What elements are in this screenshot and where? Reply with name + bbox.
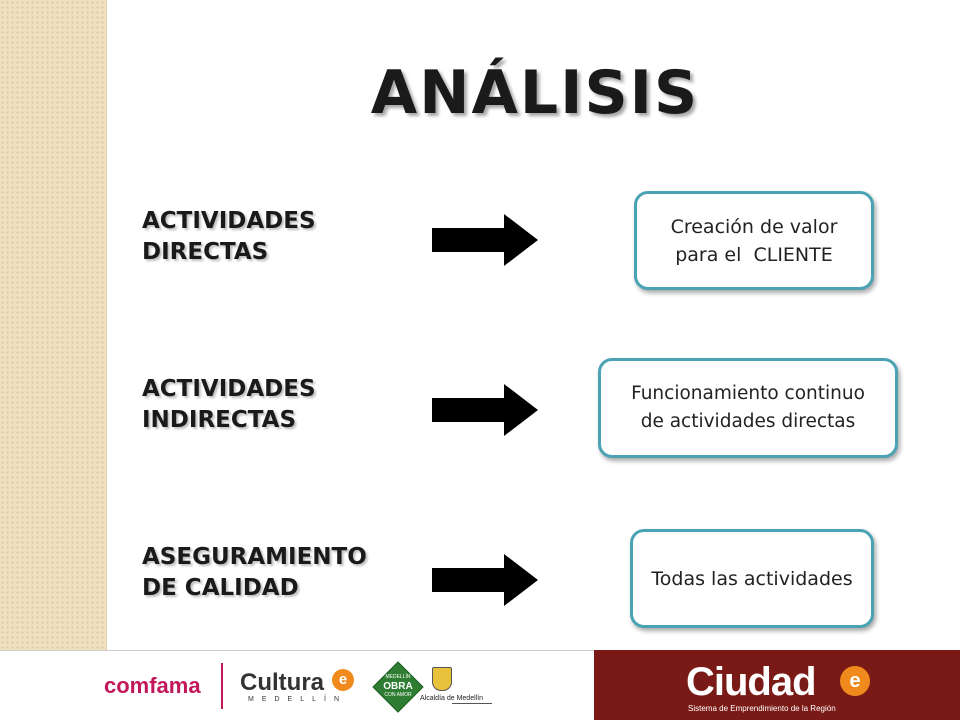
label-line1: ACTIVIDADES: [142, 376, 316, 402]
obra-sub-text: CON AMOR: [384, 692, 412, 698]
label-line2: INDIRECTAS: [142, 407, 297, 433]
obra-text: OBRA: [383, 681, 412, 692]
right-arrow-icon: [432, 214, 538, 266]
label-line2: DIRECTAS: [142, 239, 269, 265]
box-line1: Funcionamiento continuo: [631, 383, 865, 404]
logo-divider: [221, 663, 223, 709]
ciudad-logo: Ciudad: [686, 660, 817, 704]
side-texture-panel: [0, 0, 107, 650]
label-actividades-directas: ACTIVIDADES DIRECTAS: [142, 206, 316, 268]
label-line2: DE CALIDAD: [142, 575, 299, 601]
label-actividades-indirectas: ACTIVIDADES INDIRECTAS: [142, 374, 316, 436]
footer-right-panel: Ciudad e Sistema de Emprendimiento de la…: [594, 650, 960, 720]
medellin-obra-logo: MEDELLÍN OBRA CON AMOR: [372, 661, 424, 713]
cultura-subtitle: MEDELLÍN: [248, 696, 348, 703]
footer-logos: comfama Cultura MEDELLÍN e MEDELLÍN OBRA…: [0, 650, 960, 721]
result-box-todas-actividades: Todas las actividades: [630, 529, 874, 628]
cultura-logo: Cultura: [240, 669, 324, 696]
box-line2: para el CLIENTE: [675, 243, 833, 266]
comfama-logo: comfama: [104, 673, 201, 698]
label-aseguramiento-calidad: ASEGURAMIENTO DE CALIDAD: [142, 542, 367, 604]
box-line2: de actividades directas: [640, 411, 856, 432]
result-box-creacion-valor: Creación de valor para el CLIENTE: [634, 191, 874, 290]
box-line1: Creación de valor: [670, 215, 838, 238]
footer-left-panel: comfama Cultura MEDELLÍN e MEDELLÍN OBRA…: [0, 650, 594, 721]
cultura-e-icon: e: [332, 669, 354, 691]
coat-of-arms-icon: [432, 667, 452, 691]
ciudad-e-icon: e: [840, 666, 870, 696]
alcaldia-underline: [452, 703, 492, 704]
right-arrow-icon: [432, 554, 538, 606]
ciudad-subtitle: Sistema de Emprendimiento de la Región: [688, 704, 836, 713]
label-line1: ASEGURAMIENTO: [142, 544, 367, 570]
box-line1: Todas las actividades: [651, 567, 853, 590]
obra-top-text: MEDELLÍN: [385, 673, 410, 680]
label-line1: ACTIVIDADES: [142, 208, 316, 234]
result-box-funcionamiento: Funcionamiento continuo de actividades d…: [598, 358, 898, 458]
right-arrow-icon: [432, 384, 538, 436]
alcaldia-label: Alcaldía de Medellín: [420, 695, 484, 702]
page-title: ANÁLISIS: [370, 58, 700, 128]
